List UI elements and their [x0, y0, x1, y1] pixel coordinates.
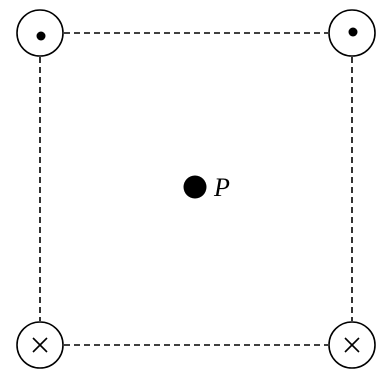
bottom-right-wire — [328, 321, 376, 369]
point-p-label: P — [214, 173, 230, 202]
top-right-wire — [328, 9, 376, 57]
point-p-marker — [183, 175, 207, 199]
cross-stroke-b — [344, 337, 360, 353]
dashed-square — [39, 32, 353, 346]
top-left-wire — [16, 9, 64, 57]
bottom-left-wire — [16, 321, 64, 369]
dot-center — [348, 27, 358, 37]
dot-center — [36, 31, 46, 41]
cross-stroke-b — [32, 337, 48, 353]
